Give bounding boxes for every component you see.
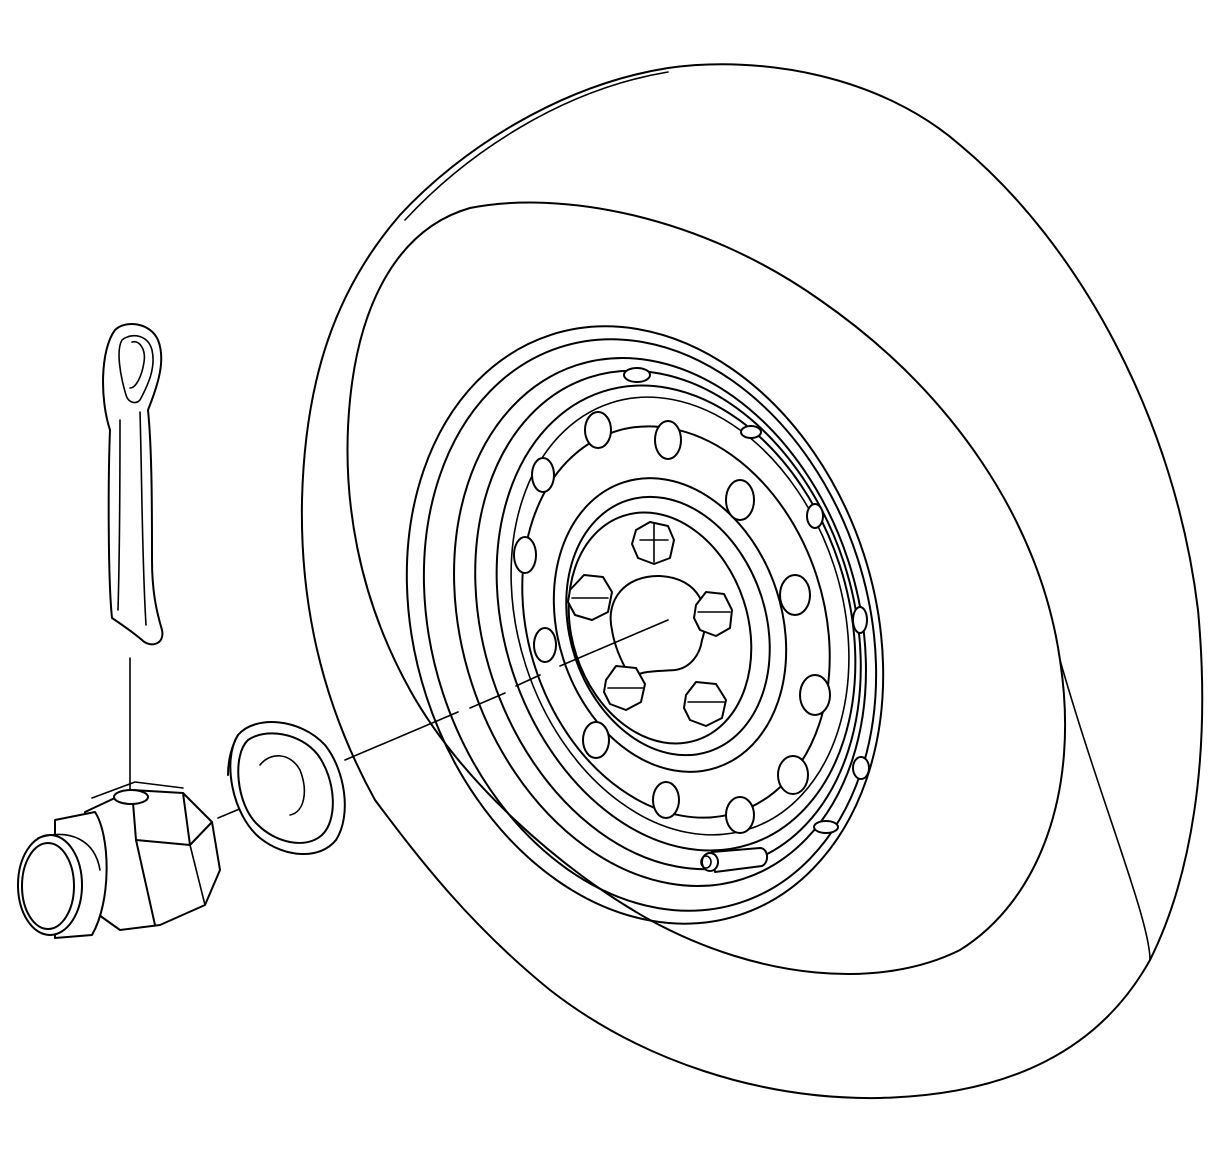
valve-stem: [700, 847, 768, 873]
cotter-pin: [102, 323, 164, 646]
tire: [300, 63, 1204, 1100]
wheel-nut: [631, 521, 675, 565]
wheel: [405, 325, 885, 925]
wheel-nut: [683, 681, 727, 727]
vent-holes: [513, 367, 870, 834]
spindle-nut: [17, 781, 221, 939]
axis-centerline: [129, 619, 669, 819]
wheel-nut: [603, 665, 646, 711]
hub-bore: [609, 574, 707, 681]
wheel-nut: [693, 591, 733, 637]
wheel-nuts: [567, 521, 733, 727]
wheel-nut: [567, 574, 613, 621]
washer: [227, 721, 346, 855]
